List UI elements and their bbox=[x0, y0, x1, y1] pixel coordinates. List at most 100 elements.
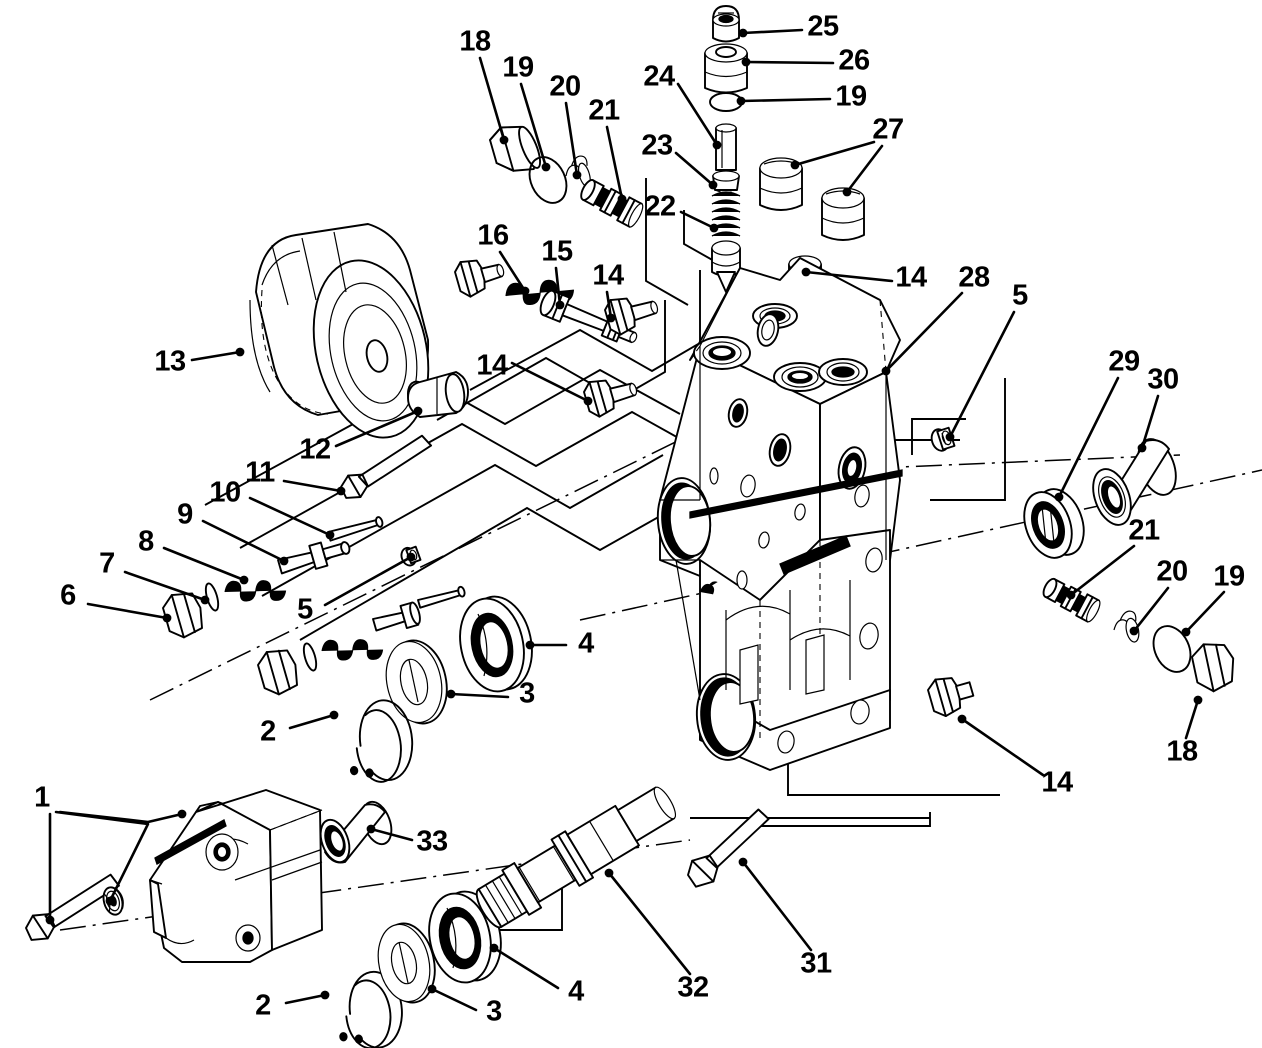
leader-line bbox=[248, 496, 332, 537]
part-needle-bearing-29 bbox=[1023, 488, 1085, 559]
callout-number: 29 bbox=[1108, 346, 1140, 378]
leader-dot bbox=[520, 286, 530, 296]
leader-dot bbox=[606, 313, 616, 323]
leader-line bbox=[190, 350, 242, 362]
leader-line bbox=[498, 250, 527, 293]
leader-line bbox=[607, 871, 692, 976]
callout-18-hex-plug: 18 bbox=[1166, 695, 1203, 768]
callout-11-hex-head-bolt: 11 bbox=[245, 457, 346, 496]
callout-number: 8 bbox=[138, 526, 154, 558]
leader-line bbox=[884, 291, 964, 373]
leader-line bbox=[845, 144, 884, 194]
leader-dot bbox=[427, 984, 437, 994]
callout-30-sleeve-bushing: 30 bbox=[1137, 364, 1179, 453]
callout-number: 33 bbox=[416, 826, 448, 858]
leader-line bbox=[282, 479, 343, 493]
callout-number: 9 bbox=[177, 499, 193, 531]
leader-line bbox=[679, 210, 716, 230]
leader-dot bbox=[583, 396, 593, 406]
callout-31-hex-head-bolt: 31 bbox=[738, 857, 832, 980]
callout-number: 15 bbox=[541, 236, 573, 268]
leader-dot bbox=[200, 595, 210, 605]
callout-number: 20 bbox=[1156, 556, 1187, 588]
callout-number: 18 bbox=[459, 26, 491, 58]
callout-27-plug: 27 bbox=[790, 114, 904, 197]
callout-12-filter-adapter-nipple: 12 bbox=[299, 406, 423, 466]
leader-line bbox=[86, 602, 169, 620]
part-group-check-valve-upper bbox=[486, 117, 644, 228]
callout-number: 21 bbox=[588, 95, 620, 127]
callout-14-fitting: 14 bbox=[592, 260, 624, 323]
part-pump-end-cover bbox=[149, 789, 323, 963]
leader-dot bbox=[325, 530, 335, 540]
leader-dot bbox=[617, 194, 627, 204]
callout-number: 5 bbox=[297, 594, 313, 626]
callout-14-fitting: 14 bbox=[801, 262, 927, 294]
part-sleeve-bushing-30 bbox=[1092, 438, 1177, 526]
leader-line bbox=[1140, 394, 1160, 450]
leader-dot bbox=[320, 990, 330, 1000]
leader-dot bbox=[499, 135, 509, 145]
leader-dot bbox=[842, 187, 852, 197]
leader-line bbox=[519, 82, 548, 169]
leader-dot bbox=[406, 552, 416, 562]
leader-line bbox=[449, 692, 510, 699]
callout-number: 3 bbox=[519, 678, 535, 710]
callout-number: 26 bbox=[838, 45, 870, 77]
leader-dot bbox=[1137, 443, 1147, 453]
leader-dot bbox=[336, 486, 346, 496]
callout-number: 13 bbox=[154, 346, 186, 378]
callout-number: 6 bbox=[60, 580, 76, 612]
part-group-check-valve-lower bbox=[1042, 577, 1235, 693]
leader-dot bbox=[709, 223, 719, 233]
leader-line bbox=[284, 993, 327, 1005]
callout-20-back-up-ring: 20 bbox=[549, 71, 582, 180]
part-group-plugs-27 bbox=[759, 157, 865, 241]
leader-line bbox=[323, 555, 413, 607]
callout-number: 16 bbox=[477, 220, 509, 252]
leader-dot bbox=[790, 160, 800, 170]
leader-dot bbox=[45, 915, 55, 925]
part-hex-bolt-11 bbox=[332, 433, 441, 503]
part-group-relief-valve bbox=[454, 259, 659, 418]
callout-32-drive-shaft: 32 bbox=[604, 868, 709, 1004]
leader-dot bbox=[1181, 627, 1191, 637]
callout-number: 3 bbox=[486, 996, 502, 1028]
part-coupling-sleeve-33 bbox=[319, 800, 393, 864]
callout-number: 4 bbox=[568, 976, 584, 1008]
callout-number: 27 bbox=[872, 114, 903, 146]
leader-dot bbox=[1129, 626, 1139, 636]
callout-number: 19 bbox=[1213, 561, 1245, 593]
leader-dot bbox=[604, 868, 614, 878]
callout-26-adjusting-nut: 26 bbox=[741, 45, 870, 77]
callout-number: 4 bbox=[578, 628, 594, 660]
callout-number: 12 bbox=[299, 434, 330, 466]
leader-dot bbox=[105, 896, 115, 906]
callout-number: 2 bbox=[260, 716, 276, 748]
leader-dot bbox=[881, 366, 891, 376]
callout-number: 22 bbox=[644, 191, 675, 223]
callout-number: 31 bbox=[800, 948, 832, 980]
callout-number: 14 bbox=[476, 350, 508, 382]
leader-line bbox=[960, 717, 1045, 777]
part-group-valve-lower bbox=[257, 545, 533, 783]
leader-line bbox=[478, 56, 506, 142]
leader-dot bbox=[741, 57, 751, 67]
part-pump-housing bbox=[656, 257, 903, 771]
callout-8-spring: 8 bbox=[138, 526, 249, 585]
leader-dot bbox=[541, 162, 551, 172]
callout-5-spring-pin: 5 bbox=[297, 552, 416, 626]
callout-2-retaining-ring: 2 bbox=[260, 710, 339, 748]
callout-6-plug: 6 bbox=[60, 580, 172, 623]
leader-line bbox=[123, 570, 207, 602]
leader-line bbox=[605, 125, 624, 201]
leader-dot bbox=[957, 714, 967, 724]
callout-4-ball-bearing: 4 bbox=[489, 943, 585, 1008]
leader-line bbox=[804, 270, 894, 283]
leader-line bbox=[676, 82, 719, 147]
callout-number: 10 bbox=[209, 477, 240, 509]
callout-2-retaining-ring: 2 bbox=[255, 990, 330, 1022]
leader-line bbox=[1132, 586, 1170, 633]
callout-number: 25 bbox=[807, 11, 839, 43]
